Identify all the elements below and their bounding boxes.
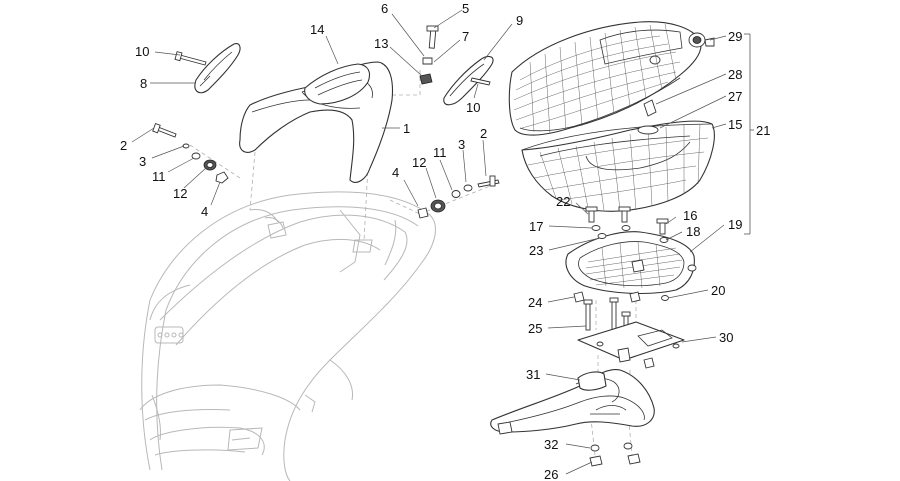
grab-handle-part-9 — [443, 55, 494, 106]
lid-mesh-pattern — [513, 23, 681, 135]
base-mesh-pattern — [527, 123, 709, 211]
leader-lines — [131, 9, 727, 475]
topcase-base — [521, 99, 715, 212]
callout-24: 24 — [528, 295, 542, 310]
callout-3-right: 3 — [458, 137, 465, 152]
callout-1: 1 — [403, 121, 410, 136]
backrest-pad-part-14 — [304, 63, 371, 105]
scooter-body-outline — [139, 191, 436, 481]
callout-25: 25 — [528, 321, 542, 336]
callout-5: 5 — [462, 1, 469, 16]
hardware-left-chain — [152, 51, 229, 184]
callout-16: 16 — [683, 208, 697, 223]
callout-10-right: 10 — [466, 100, 480, 115]
callout-8: 8 — [140, 76, 147, 91]
callout-28: 28 — [728, 67, 742, 82]
callout-27: 27 — [728, 89, 742, 104]
callout-11-right: 11 — [433, 145, 447, 160]
callout-31: 31 — [526, 367, 540, 382]
callout-26: 26 — [544, 467, 558, 481]
callout-7: 7 — [462, 29, 469, 44]
callout-11-left: 11 — [152, 169, 166, 184]
callout-29: 29 — [728, 29, 742, 44]
callout-14: 14 — [310, 22, 324, 37]
callout-4-right: 4 — [392, 165, 399, 180]
callout-12-left: 12 — [173, 186, 187, 201]
callout-labels: 1 2 3 11 12 4 10 8 14 13 6 5 7 9 10 2 3 … — [120, 1, 770, 481]
luggage-rack-plate — [565, 231, 697, 295]
carrier-nuts — [589, 442, 641, 467]
bracket-part-21 — [744, 33, 754, 235]
callout-17: 17 — [529, 219, 543, 234]
callout-30: 30 — [719, 330, 733, 345]
callout-15: 15 — [728, 117, 742, 132]
callout-9: 9 — [516, 13, 523, 28]
callout-13: 13 — [374, 36, 388, 51]
callout-23: 23 — [529, 243, 543, 258]
callout-19: 19 — [728, 217, 742, 232]
callout-12-right: 12 — [412, 155, 426, 170]
hardware-center-chain — [417, 25, 500, 219]
callout-10-left: 10 — [135, 44, 149, 59]
callout-21: 21 — [756, 123, 770, 138]
callout-2-right: 2 — [480, 126, 487, 141]
adapter-plate-part-30 — [577, 321, 685, 369]
callout-2-left: 2 — [120, 138, 127, 153]
callout-6: 6 — [381, 1, 388, 16]
callout-32: 32 — [544, 437, 558, 452]
callout-4-left: 4 — [201, 204, 208, 219]
topcase-lid — [508, 21, 702, 136]
grab-handle-part-8 — [194, 43, 241, 94]
lock-cylinder-part-29 — [688, 32, 715, 48]
rear-carrier-part-31 — [490, 369, 655, 435]
callout-22: 22 — [556, 194, 570, 209]
rack-grid — [585, 241, 683, 289]
callout-18: 18 — [686, 224, 700, 239]
callout-3-left: 3 — [139, 154, 146, 169]
callout-20: 20 — [711, 283, 725, 298]
